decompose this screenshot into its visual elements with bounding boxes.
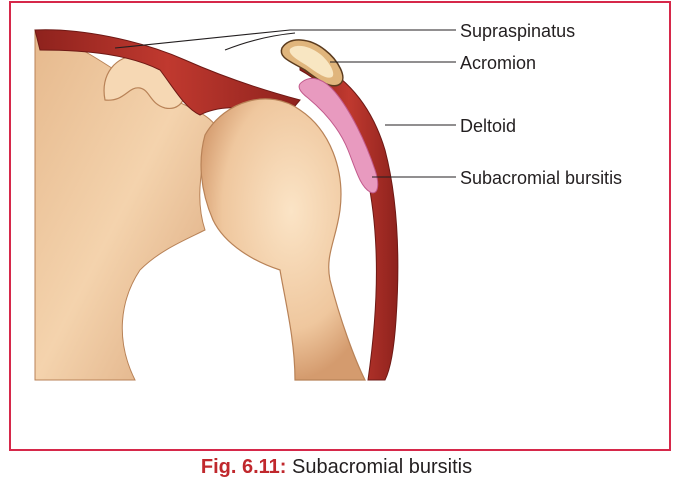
label-acromion: Acromion [460, 54, 536, 72]
figure-caption: Fig. 6.11: Subacromial bursitis [0, 456, 673, 479]
label-subacromial-bursitis: Subacromial bursitis [460, 169, 622, 187]
label-deltoid: Deltoid [460, 117, 516, 135]
humerus [201, 99, 365, 380]
figure-title: Subacromial bursitis [292, 456, 472, 478]
label-supraspinatus: Supraspinatus [460, 22, 575, 40]
figure-number: Fig. 6.11: [201, 456, 287, 478]
